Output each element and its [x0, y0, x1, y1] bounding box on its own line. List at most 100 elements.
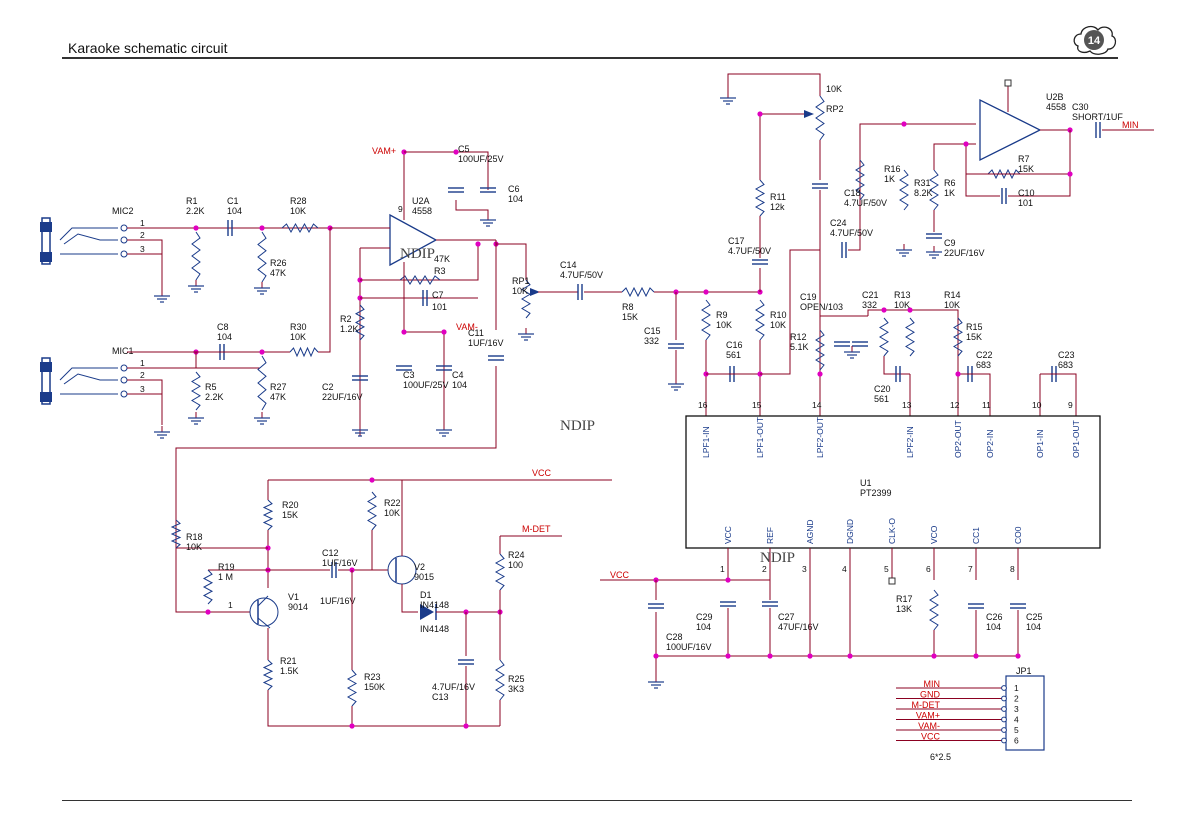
- resistor-symbol: [754, 179, 766, 217]
- component-value: 13K: [896, 604, 912, 614]
- component-value: 9014: [288, 602, 308, 612]
- resistor-symbol: [494, 553, 506, 591]
- ic-pin-number: 7: [968, 564, 973, 574]
- component-ref: R14: [944, 290, 961, 300]
- mic-pin-number: 2: [140, 230, 145, 240]
- component-value: 332: [862, 300, 877, 310]
- component-ref: R10: [770, 310, 787, 320]
- connector-size: 6*2.5: [930, 752, 951, 762]
- page-badge: 14: [1073, 25, 1117, 55]
- wire: [267, 690, 500, 727]
- component-ref: R24: [508, 550, 525, 560]
- component-ref: R25: [508, 674, 525, 684]
- resistor-symbol: [367, 491, 377, 531]
- component-ref: U2B: [1046, 92, 1064, 102]
- mic2-label: MIC2: [112, 206, 134, 216]
- junction-dot: [767, 653, 773, 659]
- ic-name: U1: [860, 478, 872, 488]
- watermark: NDIP: [560, 418, 595, 434]
- junction-dot: [725, 653, 731, 659]
- ic-pin-label: REF: [765, 527, 775, 544]
- component-value: IN4148: [420, 600, 449, 610]
- mic-jack-spring: [59, 227, 118, 241]
- rp1-wiper-arrow: [530, 288, 540, 296]
- component-ref: R20: [282, 500, 299, 510]
- resistor-symbol: [281, 222, 319, 234]
- mic-pin-number: 3: [140, 384, 145, 394]
- wire: [760, 249, 820, 375]
- component-ref: R31: [914, 178, 931, 188]
- ic-pin-number: 13: [902, 400, 912, 410]
- ic-pin-label: LPF1-OUT: [755, 417, 765, 458]
- ic-pin-number: 5: [884, 564, 889, 574]
- resistor-symbol: [289, 346, 319, 358]
- junction-dot: [907, 307, 913, 313]
- footer-rule: [62, 800, 1132, 801]
- component-value: 104: [1026, 622, 1041, 632]
- component-value: 1K: [884, 174, 895, 184]
- component-ref: C20: [874, 384, 891, 394]
- component-ref: C22: [976, 350, 993, 360]
- component-value: 561: [874, 394, 889, 404]
- resistor-symbol: [495, 659, 505, 701]
- component-ref: U2A: [412, 196, 430, 206]
- opamp-u2b: [979, 98, 1042, 162]
- watermark: NDIP: [400, 246, 435, 262]
- watermark: NDIP: [760, 550, 795, 566]
- mic-pin: [120, 364, 128, 372]
- resistor-symbol: [879, 317, 889, 357]
- component-ref: R17: [896, 594, 913, 604]
- resistor-symbol: [701, 299, 711, 341]
- junction-dot: [955, 371, 961, 377]
- junction-dot: [453, 149, 459, 155]
- resistor-symbol: [170, 519, 182, 549]
- component-value: 4558: [412, 206, 432, 216]
- component-value: 22UF/16V: [322, 392, 363, 402]
- component-ref: R26: [270, 258, 287, 268]
- ic-pin-number: 2: [762, 564, 767, 574]
- connector-pin: [1001, 727, 1007, 733]
- resistor-symbol: [262, 659, 274, 691]
- junction-dot: [441, 329, 447, 335]
- component-value: 3K3: [508, 684, 524, 694]
- rp2-wiper-arrow: [804, 110, 814, 118]
- component-value: 1K: [944, 188, 955, 198]
- junction-dot: [847, 653, 853, 659]
- resistor-symbol: [899, 169, 909, 211]
- component-value: 4.7UF/50V: [560, 270, 603, 280]
- component-ref: R22: [384, 498, 401, 508]
- net-min: MIN: [1122, 120, 1139, 130]
- junction-dot: [973, 653, 979, 659]
- v1-pin-1: 1: [228, 600, 233, 610]
- mic-jack-spring: [59, 367, 118, 381]
- connector-pin-number: 4: [1014, 715, 1019, 725]
- wire: [867, 309, 959, 416]
- resistor-symbol: [929, 169, 939, 211]
- junction-dot: [817, 371, 823, 377]
- wire: [1040, 373, 1077, 416]
- resistor-symbol: [257, 355, 267, 411]
- junction-dot: [259, 349, 265, 355]
- component-ref: C25: [1026, 612, 1043, 622]
- pin-square: [888, 577, 896, 585]
- component-value: 100UF/16V: [666, 642, 712, 652]
- connector-pin-number: 2: [1014, 694, 1019, 704]
- component-ref: C16: [726, 340, 743, 350]
- component-value: 8.2K: [914, 188, 933, 198]
- mic-pin: [120, 390, 128, 398]
- connector-pin-net: GND: [920, 690, 941, 700]
- resistor-symbol: [346, 669, 358, 707]
- mic-jack-contact: [40, 392, 52, 402]
- resistor-symbol: [953, 317, 963, 357]
- wire: [404, 151, 489, 190]
- transistor-v1: [249, 597, 279, 627]
- diode-d1: [420, 604, 434, 620]
- ic-pin-number: 6: [926, 564, 931, 574]
- component-ref: C29: [696, 612, 713, 622]
- ic-pin-number: 9: [1068, 400, 1073, 410]
- junction-dot: [653, 653, 659, 659]
- ic-pin-number: 16: [698, 400, 708, 410]
- component-value: 47K: [270, 268, 286, 278]
- component-value: 10K: [770, 320, 786, 330]
- resistor-symbol: [262, 499, 274, 531]
